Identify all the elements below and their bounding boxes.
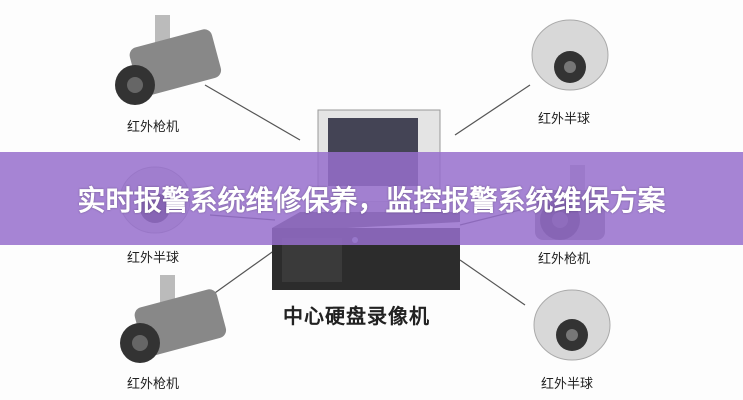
dome-camera-icon [531,19,609,91]
title-banner: 实时报警系统维修保养，监控报警系统维保方案 [0,152,743,245]
bullet-camera-icon [115,15,222,105]
center-dvr-label: 中心硬盘录像机 [283,304,430,328]
camera-label: 红外半球 [541,377,594,392]
dome-camera-icon [533,289,611,361]
camera-label: 红外枪机 [127,120,180,135]
camera-label: 红外枪机 [127,377,180,392]
camera-label: 红外半球 [127,251,180,266]
camera-label: 红外枪机 [538,252,591,267]
banner-title: 实时报警系统维修保养，监控报警系统维保方案 [77,183,666,217]
bullet-camera-icon [120,275,227,363]
camera-label: 红外半球 [538,112,591,127]
